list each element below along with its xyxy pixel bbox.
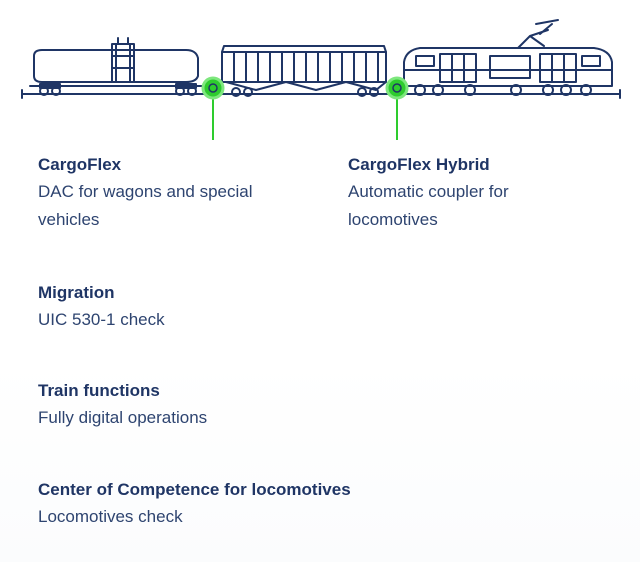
cargoflex-coupler-marker: [201, 76, 225, 140]
cargoflex-hybrid-coupler-marker: [385, 76, 409, 140]
pantograph: [517, 19, 559, 49]
cargoflex-hybrid-title: CargoFlex Hybrid: [348, 155, 490, 174]
migration-description: UIC 530-1 check: [38, 310, 165, 329]
migration-block: Migration UIC 530-1 check: [38, 282, 598, 334]
cargoflex-title: CargoFlex: [38, 155, 122, 174]
tank-wagon: [29, 37, 205, 96]
cargoflex-hybrid-block: CargoFlex Hybrid Automatic coupler for l…: [348, 154, 608, 234]
background-shade: [0, 360, 640, 562]
train-functions-block: Train functions Fully digital operations: [38, 380, 598, 432]
train-functions-title: Train functions: [38, 381, 160, 400]
cargoflex-block: CargoFlex DAC for wagons and special veh…: [38, 154, 308, 234]
locomotive: [403, 19, 613, 96]
competence-center-block: Center of Competence for locomotives Loc…: [38, 479, 598, 531]
train-functions-description: Fully digital operations: [38, 408, 208, 427]
cargoflex-description: DAC for wagons and special vehicles: [38, 182, 253, 229]
migration-title: Migration: [38, 283, 115, 302]
competence-center-title: Center of Competence for locomotives: [38, 480, 351, 499]
competence-center-description: Locomotives check: [38, 507, 183, 526]
train-illustration: [21, 19, 621, 140]
cargoflex-hybrid-description: Automatic coupler for locomotives: [348, 182, 509, 229]
hopper-wagon: [221, 45, 387, 97]
